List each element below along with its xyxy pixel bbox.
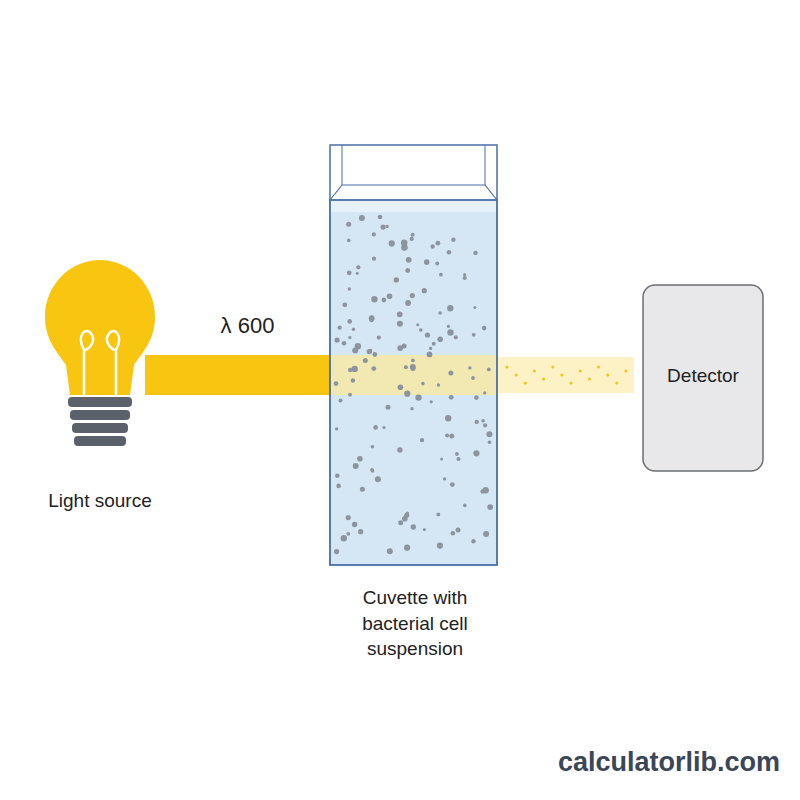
- cuvette-shape: [330, 145, 500, 567]
- wavelength-label: λ 600: [221, 313, 275, 339]
- watermark: calculatorlib.com: [558, 747, 780, 778]
- light-beam: [497, 357, 634, 393]
- cuvette-outline: [330, 145, 500, 567]
- cuvette: Cuvette with bacterial cell suspension: [330, 145, 500, 567]
- light-bulb: Light source: [30, 255, 170, 450]
- node-label: Cuvette with bacterial cell suspension: [335, 585, 495, 662]
- light-bulb-shape: [30, 255, 170, 450]
- node-label: Detector: [667, 363, 739, 389]
- light-bulb-outline: [30, 255, 170, 450]
- detector-box: Detector: [642, 284, 764, 472]
- node-label: Light source: [20, 488, 180, 514]
- light-beam: [145, 355, 330, 395]
